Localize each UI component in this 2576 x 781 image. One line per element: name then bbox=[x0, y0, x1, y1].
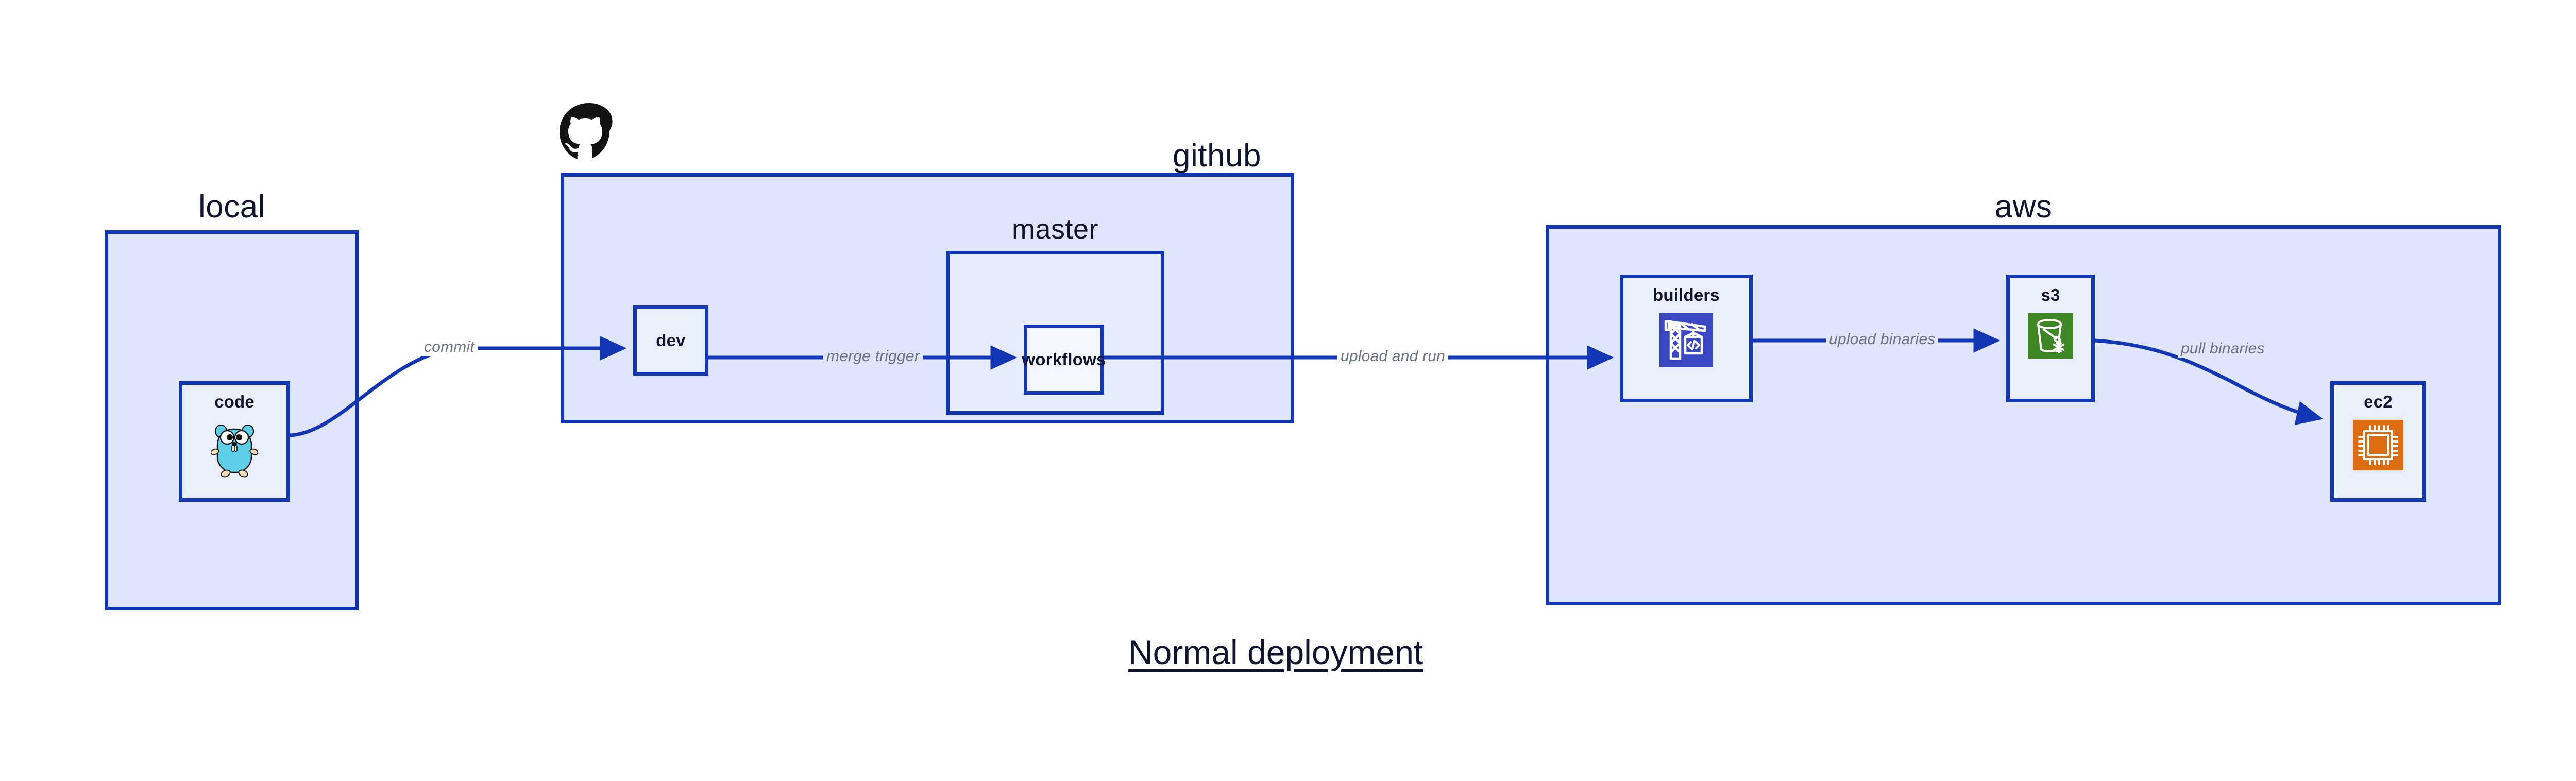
group-label-aws: aws bbox=[1994, 189, 2053, 225]
node-s3[interactable]: s3 bbox=[2006, 275, 2095, 402]
node-dev-label: dev bbox=[656, 331, 686, 350]
node-s3-label: s3 bbox=[2041, 285, 2060, 304]
group-label-local: local bbox=[198, 189, 265, 225]
go-gopher-icon bbox=[210, 420, 259, 480]
node-dev[interactable]: dev bbox=[633, 305, 708, 376]
node-builders-label: builders bbox=[1653, 285, 1720, 304]
aws-codebuild-icon bbox=[1659, 313, 1713, 369]
aws-ec2-chip-icon bbox=[2353, 420, 2403, 473]
aws-s3-bucket-icon bbox=[2028, 313, 2073, 361]
edge-label-merge-trigger: merge trigger bbox=[823, 348, 923, 365]
group-label-github: github bbox=[1173, 138, 1261, 174]
node-workflows-label: workflows bbox=[1022, 350, 1106, 369]
edge-label-commit: commit bbox=[421, 338, 478, 356]
github-octocat-logo bbox=[555, 99, 622, 176]
edge-label-pull-binaries: pull binaries bbox=[2178, 340, 2268, 358]
node-ec2-label: ec2 bbox=[2364, 392, 2393, 411]
node-code-label: code bbox=[214, 392, 255, 411]
node-code[interactable]: code bbox=[179, 381, 290, 502]
edge-label-upload-binaries: upload binaries bbox=[1826, 331, 1939, 348]
edge-label-upload-and-run: upload and run bbox=[1337, 348, 1448, 365]
node-builders[interactable]: builders bbox=[1620, 275, 1753, 402]
diagram-title: Normal deployment bbox=[1128, 633, 1423, 671]
node-workflows[interactable]: workflows bbox=[1022, 325, 1106, 395]
subgroup-label-master: master bbox=[1011, 214, 1099, 245]
node-ec2[interactable]: ec2 bbox=[2330, 381, 2426, 502]
group-github bbox=[561, 173, 1294, 423]
